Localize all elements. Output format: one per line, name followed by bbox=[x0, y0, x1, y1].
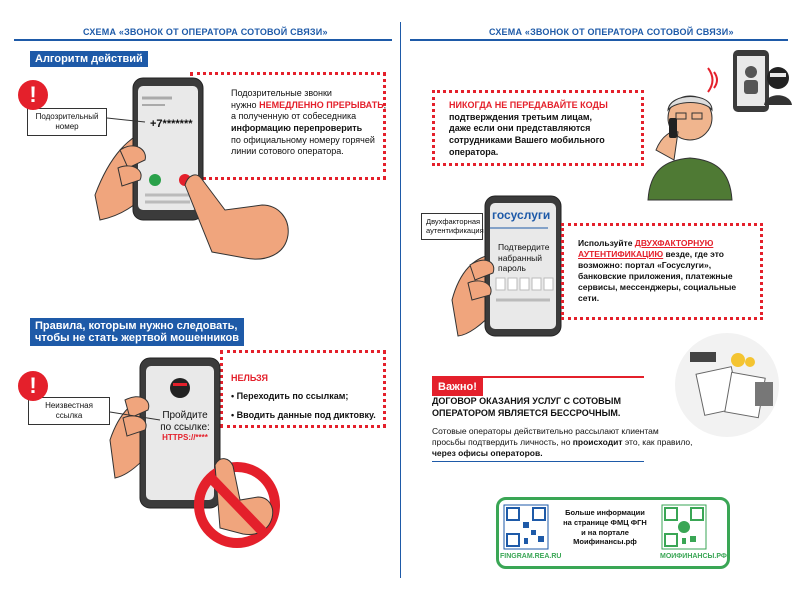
rules-banner: Правила, которым нужно следовать, чтобы … bbox=[30, 318, 245, 347]
twofactor-dotted-frame bbox=[561, 223, 763, 320]
footer-info-text: Больше информации на странице ФМЦ ФГН и … bbox=[563, 508, 647, 547]
gosuslugi-logo: госуслуги bbox=[492, 208, 551, 222]
warning-exclamation-icon: ! bbox=[18, 371, 48, 401]
two-factor-label: Двухфакторная аутентификация bbox=[421, 213, 484, 240]
phone-link-prompt: Пройдите по ссылке: HTTPS://**** bbox=[160, 410, 210, 442]
rules-dotted-frame bbox=[220, 350, 386, 428]
important-rule bbox=[432, 376, 644, 462]
qr-code-fingram bbox=[503, 504, 549, 550]
forbidden-list: НЕЛЬЗЯ • Переходить по ссылкам; • Вводит… bbox=[231, 373, 376, 421]
suspicious-number-label: Подозрительный номер bbox=[27, 108, 107, 136]
fingram-url[interactable]: FINGRAM.REA.RU bbox=[500, 553, 562, 560]
suspicious-phone-number: +7******* bbox=[150, 118, 193, 130]
left-title-rule bbox=[14, 39, 392, 41]
unknown-link-label: Неизвестная ссылка bbox=[28, 397, 110, 425]
moifinansy-url[interactable]: МОИФИНАНСЫ.РФ bbox=[660, 553, 727, 560]
important-body-text: Сотовые операторы действительно рассылаю… bbox=[432, 426, 693, 459]
right-column-title: СХЕМА «ЗВОНОК ОТ ОПЕРАТОРА СОТОВОЙ СВЯЗИ… bbox=[489, 27, 734, 37]
never-share-text: НИКОГДА НЕ ПЕРЕДАВАЙТЕ КОДЫ подтверждени… bbox=[449, 100, 608, 157]
column-divider bbox=[400, 22, 401, 578]
qr-code-moifinansy bbox=[661, 504, 707, 550]
algorithm-text: Подозрительные звонки нужно НЕМЕДЛЕННО П… bbox=[231, 88, 387, 157]
warning-exclamation-icon: ! bbox=[18, 80, 48, 110]
important-badge: Важно! bbox=[432, 378, 483, 397]
never-dotted-frame bbox=[432, 90, 644, 166]
gosuslugi-phone-prompt: Подтвердите набранный пароль bbox=[498, 242, 550, 274]
right-title-rule bbox=[410, 39, 788, 41]
left-column-title: СХЕМА «ЗВОНОК ОТ ОПЕРАТОРА СОТОВОЙ СВЯЗИ… bbox=[83, 27, 328, 37]
twofactor-text: Используйте ДВУХФАКТОРНУЮ АУТЕНТИФИКАЦИЮ… bbox=[578, 238, 737, 304]
footer-info-box bbox=[496, 497, 730, 569]
algorithm-banner: Алгоритм действий bbox=[30, 51, 148, 68]
important-contract-text: ДОГОВОР ОКАЗАНИЯ УСЛУГ С СОТОВЫМ ОПЕРАТО… bbox=[432, 396, 621, 418]
